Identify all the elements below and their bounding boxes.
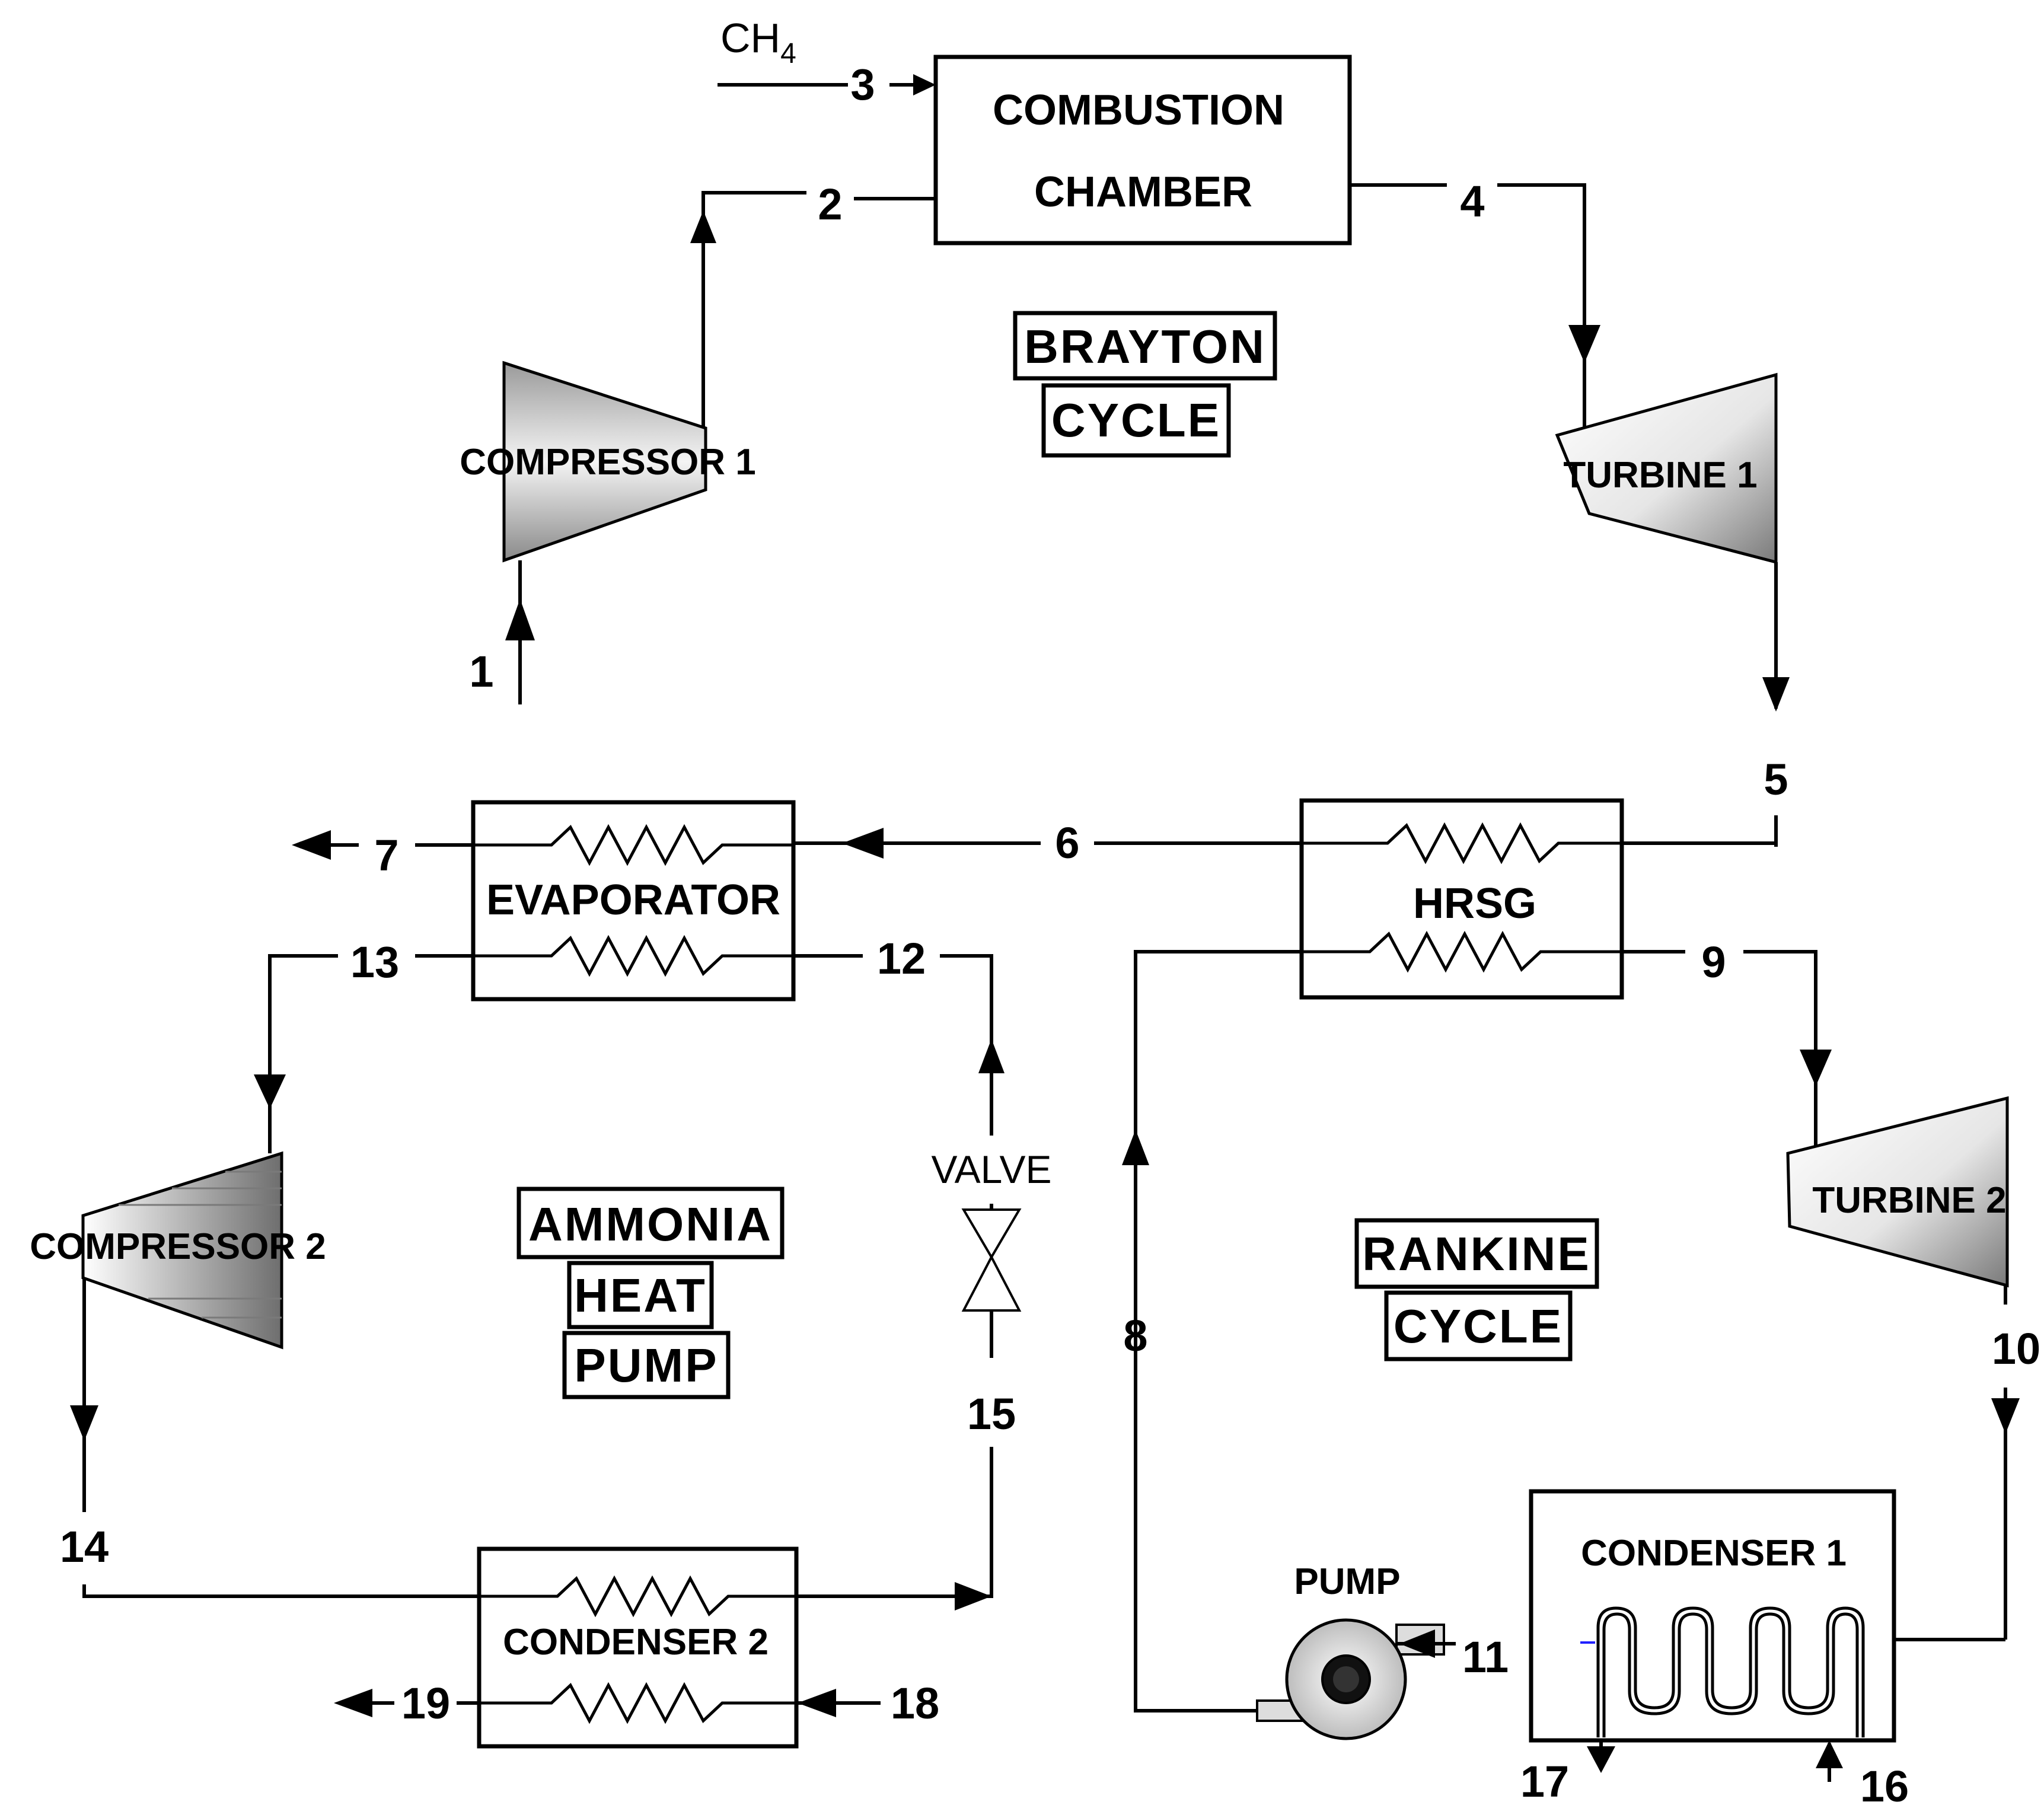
state-16-label: 16 <box>1860 1762 1909 1805</box>
condenser-1-label: CONDENSER 1 <box>1581 1533 1847 1574</box>
condenser-2-label: CONDENSER 2 <box>503 1622 769 1663</box>
state-17-label: 17 <box>1520 1757 1569 1805</box>
rankine-cycle-word: CYCLE <box>1394 1300 1563 1353</box>
turbine-1: TURBINE 1 <box>1555 372 1778 565</box>
state-3-label: 3 <box>850 60 875 109</box>
state-5-label: 5 <box>1764 755 1788 804</box>
state-10-label: 10 <box>1992 1324 2040 1373</box>
fuel-label: CH4 <box>720 15 796 69</box>
state-7-label: 7 <box>374 831 398 880</box>
state-8-label: 8 <box>1123 1311 1147 1360</box>
state-12-label: 12 <box>877 934 926 983</box>
state-9-label: 9 <box>1701 937 1726 987</box>
pump-label: PUMP <box>1294 1561 1400 1602</box>
state-15-label: 15 <box>967 1389 1016 1439</box>
compressor-1: COMPRESSOR 1 <box>460 361 756 563</box>
combustion-chamber-label-1: COMBUSTION <box>993 87 1284 134</box>
state-6-label: 6 <box>1055 818 1079 868</box>
condenser-2: CONDENSER 2 <box>477 1546 799 1749</box>
compressor-2: COMPRESSOR 2 <box>30 1151 326 1350</box>
compressor-1-label: COMPRESSOR 1 <box>460 442 756 483</box>
compressor-2-label: COMPRESSOR 2 <box>30 1226 326 1267</box>
brayton-cycle-label: BRAYTON CYCLE <box>1013 311 1277 458</box>
condenser-1: CONDENSER 1 <box>1529 1489 1896 1743</box>
state-19-label: 19 <box>401 1679 450 1728</box>
state-4-label: 4 <box>1460 177 1484 226</box>
hrsg: HRSG <box>1299 798 1624 1000</box>
hrsg-label: HRSG <box>1413 880 1536 927</box>
heat-label: HEAT <box>574 1269 707 1322</box>
turbine-1-label: TURBINE 1 <box>1563 455 1757 496</box>
combustion-chamber: COMBUSTION CHAMBER <box>933 55 1352 245</box>
pump-word-label: PUMP <box>574 1339 718 1392</box>
pump: PUMP <box>1256 1561 1445 1740</box>
rankine-label: RANKINE <box>1362 1227 1590 1280</box>
state-1-label: 1 <box>469 647 493 696</box>
combustion-chamber-label-2: CHAMBER <box>1034 168 1252 216</box>
ammonia-label: AMMONIA <box>528 1198 773 1251</box>
rankine-cycle-label: RANKINE CYCLE <box>1354 1218 1599 1361</box>
turbine-2-label: TURBINE 2 <box>1812 1180 2006 1221</box>
brayton-label: BRAYTON <box>1024 320 1266 373</box>
valve-label: VALVE <box>932 1147 1052 1191</box>
turbine-2: TURBINE 2 <box>1786 1096 2009 1288</box>
ammonia-heat-pump-label: AMMONIA HEAT PUMP <box>516 1187 785 1399</box>
state-13-label: 13 <box>350 937 399 987</box>
state-2-label: 2 <box>818 180 842 229</box>
state-18-label: 18 <box>891 1679 939 1728</box>
evaporator-label: EVAPORATOR <box>486 876 780 924</box>
fuel-inlet: CH4 3 <box>718 15 936 109</box>
evaporator: EVAPORATOR <box>471 800 796 1002</box>
state-11-label: 11 <box>1462 1632 1509 1682</box>
brayton-cycle-word: CYCLE <box>1051 394 1221 447</box>
valve: VALVE <box>932 1147 1052 1358</box>
state-14-label: 14 <box>60 1522 109 1571</box>
